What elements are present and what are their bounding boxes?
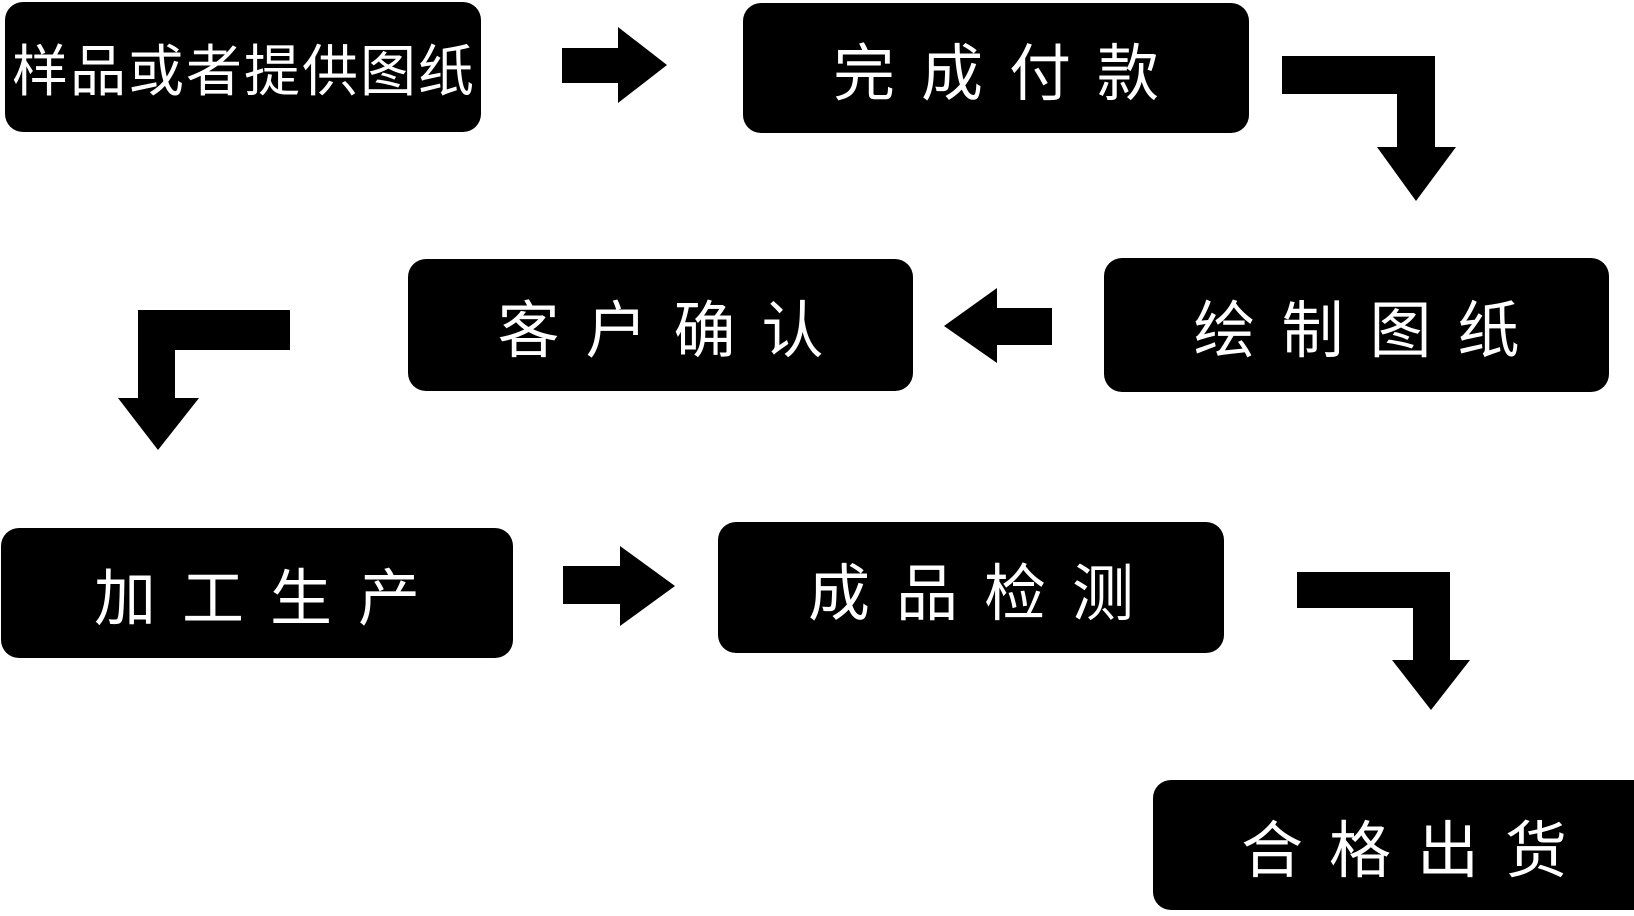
flow-node-customer-confirm: 客户确认	[408, 259, 913, 391]
flow-node-label: 合格出货	[1240, 817, 1593, 886]
flow-node-label: 成品检测	[807, 559, 1160, 629]
right-arrow-icon-1	[562, 27, 667, 103]
flow-node-product-inspection: 成品检测	[718, 522, 1224, 653]
flow-node-label: 客户确认	[497, 297, 850, 366]
right-arrow-icon-2	[563, 546, 675, 626]
flow-node-sample-or-drawings: 样品或者提供图纸	[5, 2, 481, 132]
flow-node-processing-production: 加工生产	[1, 528, 513, 658]
flow-node-qualified-shipment: 合格出货	[1153, 780, 1634, 910]
flow-node-draw-drawings: 绘制图纸	[1104, 258, 1609, 392]
flow-node-label: 样品或者提供图纸	[12, 39, 476, 103]
left-arrow-icon-1	[944, 288, 1052, 363]
elbow-down-arrow-icon-3	[1297, 572, 1470, 710]
flow-node-complete-payment: 完成付款	[743, 3, 1249, 133]
flow-node-label: 加工生产	[93, 565, 446, 634]
flow-node-label: 绘制图纸	[1193, 297, 1546, 366]
elbow-down-arrow-icon-1	[1282, 56, 1456, 201]
elbow-down-arrow-icon-2	[118, 310, 290, 450]
flow-node-label: 完成付款	[832, 40, 1185, 109]
